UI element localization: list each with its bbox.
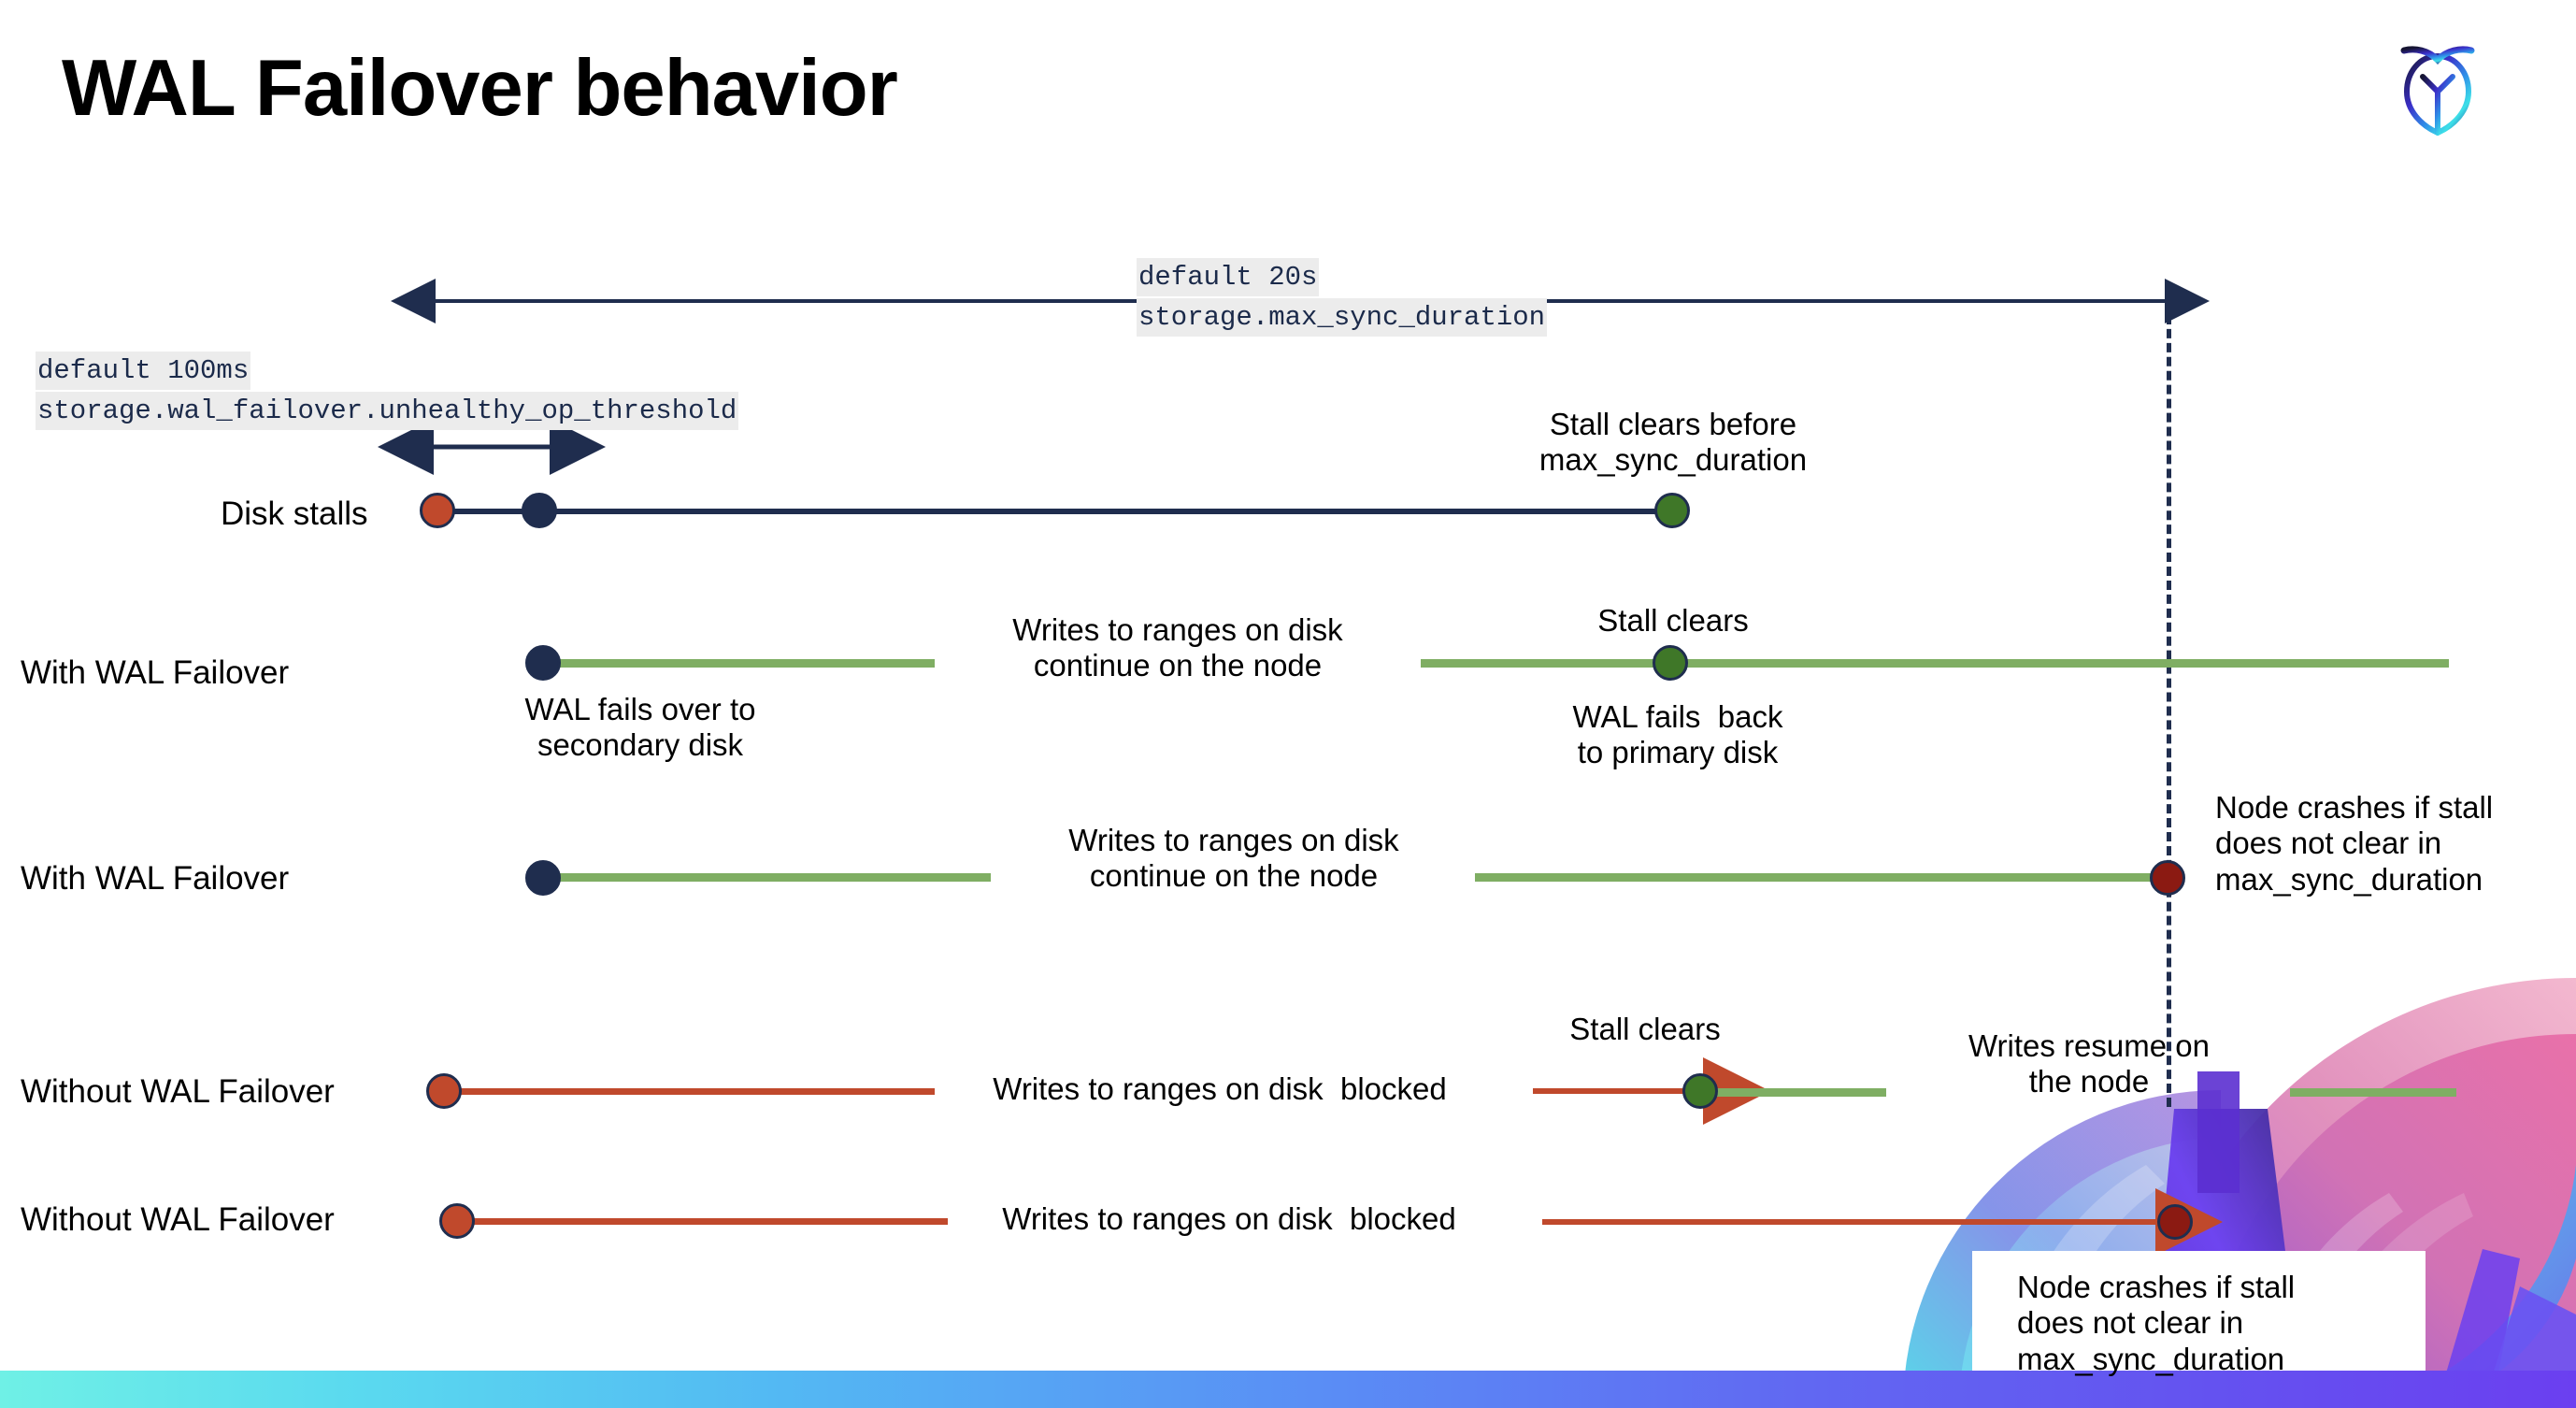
without-wal-failover-1-track-far-right (2290, 1088, 2456, 1097)
unhealthy-op-threshold-span-arrow (378, 419, 606, 475)
unhealthy-op-default-label: default 100ms (36, 352, 251, 391)
without-wal-failover-1-mid-note: Writes to ranges on disk blocked (993, 1071, 1447, 1106)
without-wal-failover-2-crash-dot (2157, 1204, 2193, 1240)
with-wal-failover-2-track-left (542, 873, 991, 882)
disk-stalls-clear-note: Stall clears before max_sync_duration (1538, 407, 1808, 478)
with-wal-failover-1-track-right (1421, 659, 2449, 668)
row-label-without-wal-failover-2: Without WAL Failover (21, 1201, 335, 1238)
with-wal-failover-2-start-dot (525, 860, 561, 896)
with-wal-failover-1-clear-dot (1653, 645, 1688, 681)
unhealthy-op-setting-label: storage.wal_failover.unhealthy_op_thresh… (36, 392, 739, 431)
without-wal-failover-2-start-dot (439, 1203, 475, 1239)
with-wal-failover-1-mid-note: Writes to ranges on disk continue on the… (1012, 612, 1343, 683)
row-label-with-wal-failover-2: With WAL Failover (21, 860, 290, 897)
max-sync-duration-guide-line (2167, 301, 2171, 1107)
with-wal-failover-1-clear-note: Stall clears (1597, 603, 1749, 638)
page-title: WAL Failover behavior (62, 44, 898, 133)
without-wal-failover-2-blocked-arrow (1542, 1188, 2223, 1256)
cockroach-labs-logo (2382, 28, 2494, 140)
without-wal-failover-1-track-left (449, 1088, 935, 1095)
without-wal-failover-2-track-left (462, 1218, 948, 1225)
disk-stall-failover-dot (522, 493, 557, 528)
with-wal-failover-2-crash-dot (2150, 860, 2185, 896)
disk-stalls-track (437, 509, 1671, 514)
max-sync-setting-label: storage.max_sync_duration (1137, 298, 1548, 338)
with-wal-failover-1-start-dot (525, 645, 561, 681)
row-label-without-wal-failover-1: Without WAL Failover (21, 1073, 335, 1110)
with-wal-failover-2-mid-note: Writes to ranges on disk continue on the… (1068, 823, 1399, 894)
row-label-disk-stalls: Disk stalls (221, 496, 368, 532)
row-label-with-wal-failover-1: With WAL Failover (21, 654, 290, 691)
with-wal-failover-1-track-left (542, 659, 935, 668)
with-wal-failover-1-start-note: WAL fails over to secondary disk (524, 692, 756, 763)
without-wal-failover-2-crash-note: Node crashes if stall does not clear in … (2017, 1270, 2296, 1376)
disk-stall-clear-dot (1654, 493, 1690, 528)
with-wal-failover-1-end-note: WAL fails back to primary disk (1572, 699, 1783, 770)
max-sync-default-label: default 20s (1137, 258, 1320, 297)
with-wal-failover-2-track-right (1475, 873, 2176, 882)
without-wal-failover-1-resume-note: Writes resume on the node (1968, 1028, 2210, 1099)
disk-stall-start-dot (420, 493, 455, 528)
without-wal-failover-2-mid-note: Writes to ranges on disk blocked (1002, 1201, 1456, 1236)
without-wal-failover-1-clear-dot (1682, 1073, 1718, 1109)
without-wal-failover-1-blocked-arrow (1533, 1057, 1770, 1125)
with-wal-failover-2-crash-note: Node crashes if stall does not clear in … (2215, 790, 2494, 897)
without-wal-failover-1-clear-note: Stall clears (1569, 1012, 1721, 1046)
bottom-gradient-bar (0, 1371, 2576, 1408)
without-wal-failover-1-track-right (1709, 1088, 1886, 1097)
without-wal-failover-1-start-dot (426, 1073, 462, 1109)
